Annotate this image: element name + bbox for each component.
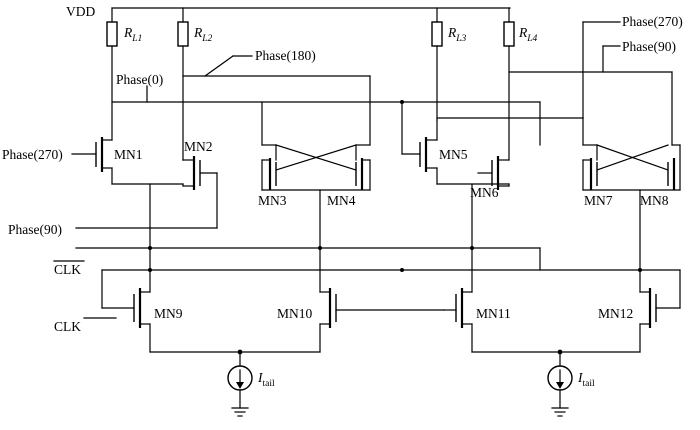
- source-symbol: I: [577, 370, 584, 385]
- resistor-subscript: L4: [526, 34, 537, 44]
- transistor-label: MN7: [584, 193, 613, 208]
- transistor-mn4: MN4: [327, 144, 371, 208]
- transistor-mn6: MN6: [470, 156, 510, 200]
- svg-text:RL2: RL2: [193, 25, 213, 44]
- svg-text:RL1: RL1: [123, 25, 142, 44]
- phase180-label: Phase(180): [255, 48, 316, 63]
- transistor-label: MN1: [114, 147, 143, 162]
- source-subscript: tail: [583, 379, 595, 389]
- svg-text:RL3: RL3: [447, 25, 467, 44]
- transistor-mn10: MN10: [277, 288, 445, 353]
- transistor-mn2: MN2: [182, 139, 218, 229]
- tail-current-source-right: Itail: [547, 351, 595, 417]
- transistor-label: MN9: [154, 306, 183, 321]
- clk-bar-label: CLK: [54, 262, 81, 277]
- source-subscript: tail: [263, 379, 275, 389]
- transistor-label: MN3: [258, 193, 287, 208]
- transistor-label: MN12: [598, 306, 633, 321]
- transistor-label: MN4: [327, 193, 356, 208]
- phase-buses: Phase(0) Phase(180) Phase(90) Phase(270): [111, 14, 683, 146]
- phase90-right-label: Phase(90): [622, 39, 676, 54]
- resistor-symbol: R: [123, 25, 133, 40]
- resistor-symbol: R: [193, 25, 203, 40]
- load-resistor-rl4: RL4: [503, 7, 538, 161]
- resistor-subscript: L3: [455, 34, 466, 44]
- vdd-rail: VDD: [66, 4, 511, 19]
- transistor-mn8: MN8: [640, 144, 681, 208]
- resistor-symbol: R: [518, 25, 528, 40]
- transistor-mn11: MN11: [443, 288, 511, 353]
- transistor-label: MN8: [640, 193, 669, 208]
- transistor-mn3: MN3: [258, 101, 287, 208]
- load-resistor-rl3: RL3: [431, 7, 467, 121]
- phase270-left-label: Phase(270): [2, 147, 63, 162]
- resistor-symbol: R: [447, 25, 457, 40]
- svg-text:RL4: RL4: [518, 25, 538, 44]
- load-resistor-rl1: RL1: [106, 7, 142, 121]
- transistor-label: MN5: [439, 147, 468, 162]
- transistor-label: MN6: [470, 185, 499, 200]
- vdd-label: VDD: [66, 4, 95, 19]
- clk-label: CLK: [54, 319, 81, 334]
- phase0-label: Phase(0): [116, 72, 163, 87]
- clock-buses: CLK CLK: [53, 247, 681, 334]
- junction-dots: [148, 100, 642, 355]
- transistor-label: MN2: [184, 139, 213, 154]
- transistor-mn7: MN7: [582, 144, 613, 208]
- svg-text:Itail: Itail: [577, 370, 595, 389]
- source-symbol: I: [257, 370, 264, 385]
- transistor-mn9: MN9: [83, 269, 183, 353]
- transistor-mn12: MN12: [598, 269, 681, 353]
- transistor-mn1: Phase(270) MN1: [2, 119, 143, 185]
- transistor-label: MN10: [277, 306, 313, 321]
- tail-current-source-left: Itail: [227, 351, 275, 417]
- resistor-subscript: L2: [201, 34, 212, 44]
- transistor-mn5: MN5: [401, 101, 468, 185]
- load-resistor-rl2: RL2: [177, 7, 213, 161]
- svg-text:Itail: Itail: [257, 370, 275, 389]
- resistor-subscript: L1: [131, 34, 142, 44]
- phase90-left-label: Phase(90): [8, 222, 62, 237]
- transistor-label: MN11: [476, 306, 511, 321]
- phase270-right-label: Phase(270): [622, 14, 683, 29]
